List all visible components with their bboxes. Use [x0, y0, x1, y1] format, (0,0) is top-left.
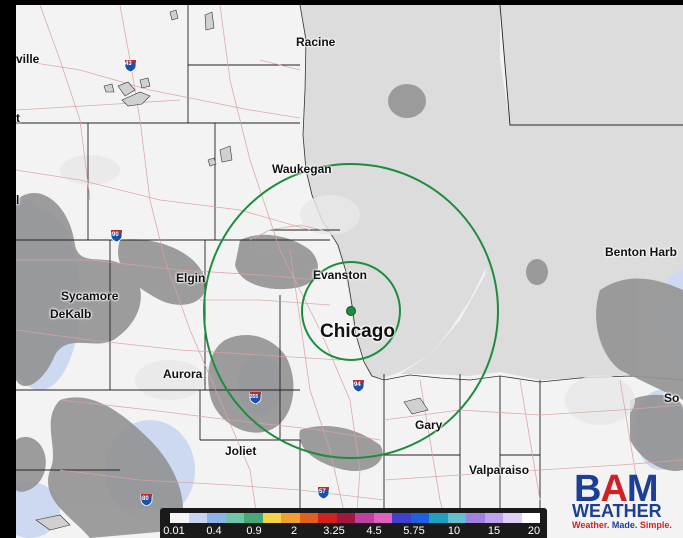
legend-swatch [336, 513, 355, 523]
legend-swatch [225, 513, 244, 523]
logo-tag-weather: Weather. [572, 520, 610, 530]
legend-color-bar [170, 513, 540, 523]
city-chicago: Chicago [320, 321, 395, 342]
legend-tick-label: 10 [447, 525, 461, 537]
city-benton-harbor: Benton Harb [605, 245, 677, 259]
top-edge [0, 0, 683, 5]
range-ring-inner [301, 261, 401, 361]
logo-a: A [600, 468, 627, 510]
legend-swatch [355, 513, 374, 523]
interstate-355-label: 355 [250, 394, 259, 400]
legend-swatch [170, 513, 189, 523]
legend-tick-label: 2 [290, 525, 298, 537]
logo-b: B [574, 468, 601, 510]
small-lakes [35, 9, 429, 531]
left-edge [0, 0, 16, 538]
legend-swatch [188, 513, 207, 523]
interstate-94-label: 94 [354, 382, 361, 388]
legend-swatch [521, 513, 540, 523]
logo-tagline: Weather. Made. Simple. [572, 520, 672, 530]
legend-tick-label: 20 [527, 525, 541, 537]
legend-swatch [484, 513, 503, 523]
interstate-90-shield [110, 230, 123, 242]
shoreline [299, 4, 683, 383]
city-sycamore: Sycamore [61, 289, 119, 303]
legend-swatch [262, 513, 281, 523]
city-aurora: Aurora [163, 367, 203, 381]
legend-swatch [207, 513, 226, 523]
logo-tag-simple: Simple. [639, 520, 672, 530]
legend-swatch [429, 513, 448, 523]
city-so: So [664, 391, 680, 405]
legend-swatch [244, 513, 263, 523]
legend-tick-label: 0.01 [163, 525, 185, 537]
legend-swatch [447, 513, 466, 523]
city-waukegan: Waukegan [272, 162, 332, 176]
interstate-80-shield [140, 494, 153, 506]
city-l: l [16, 193, 20, 207]
legend-swatch [281, 513, 300, 523]
interstate-355-shield [249, 392, 262, 404]
city-evanston: Evanston [313, 268, 368, 282]
interstate-43-shield [124, 60, 137, 72]
logo-m: M [626, 468, 659, 510]
city-gary: Gary [415, 418, 443, 432]
legend-swatch [503, 513, 522, 523]
legend-tick-label: 0.9 [246, 525, 262, 537]
logo-letters: BAM [574, 468, 659, 511]
city-t: t [16, 111, 20, 125]
lake-east-fill [500, 5, 683, 125]
city-racine: Racine [296, 35, 336, 49]
radar-site-dot [346, 306, 356, 316]
interstate-57-label: 57 [319, 489, 326, 495]
legend-tick-label: 5.75 [403, 525, 425, 537]
legend-ticks: 0.01 0.4 0.9 2 3.25 4.5 5.75 10 15 20 [160, 525, 547, 537]
city-valparaiso: Valparaiso [469, 463, 530, 477]
interstate-57-shield [317, 487, 330, 499]
precip-legend: 0.01 0.4 0.9 2 3.25 4.5 5.75 10 15 20 [160, 508, 547, 538]
basm-weather-logo: BAM WEATHER Weather. Made. Simple. [570, 460, 683, 538]
interstate-94-shield [352, 380, 365, 392]
legend-tick-label: 15 [487, 525, 501, 537]
legend-tick-label: 3.25 [323, 525, 345, 537]
interstate-43-label: 43 [125, 61, 132, 67]
interstate-80-label: 80 [142, 496, 149, 502]
city-ville: ville [16, 52, 40, 66]
city-dekalb: DeKalb [50, 307, 92, 321]
legend-swatch [392, 513, 411, 523]
legend-swatch [373, 513, 392, 523]
legend-tick-label: 0.4 [206, 525, 222, 537]
legend-swatch [299, 513, 318, 523]
logo-weather: WEATHER [572, 501, 662, 521]
legend-swatch [410, 513, 429, 523]
legend-swatch [318, 513, 337, 523]
range-ring-outer [203, 163, 499, 459]
logo-tag-made: Made. [611, 520, 638, 530]
city-elgin: Elgin [176, 271, 206, 285]
city-joliet: Joliet [225, 444, 257, 458]
legend-tick-label: 4.5 [366, 525, 382, 537]
interstate-90-label: 90 [112, 232, 119, 238]
legend-swatch [466, 513, 485, 523]
